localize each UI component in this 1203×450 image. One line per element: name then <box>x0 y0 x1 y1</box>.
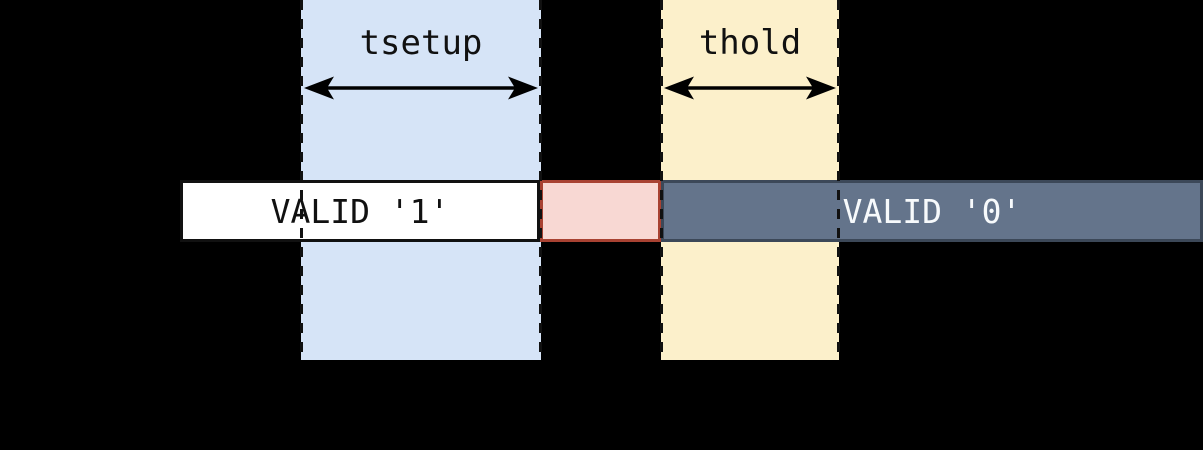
tsetup-start-dashed-line <box>300 0 303 360</box>
thold-end-dashed-line <box>837 0 840 360</box>
thold-double-arrow-icon <box>664 76 836 100</box>
signal-valid1-segment: VALID '1' <box>180 180 540 242</box>
tsetup-end-dashed-line <box>539 0 542 360</box>
signal-valid0-segment: VALID '0' <box>661 180 1203 242</box>
thold-start-dashed-line <box>660 0 663 360</box>
thold-label: thold <box>698 23 802 63</box>
signal-valid0-label: VALID '0' <box>842 191 1022 231</box>
signal-valid1-label: VALID '1' <box>270 191 450 231</box>
tsetup-label: tsetup <box>359 23 483 63</box>
tsetup-double-arrow-icon <box>304 76 538 100</box>
signal-invalid-segment <box>540 180 661 242</box>
